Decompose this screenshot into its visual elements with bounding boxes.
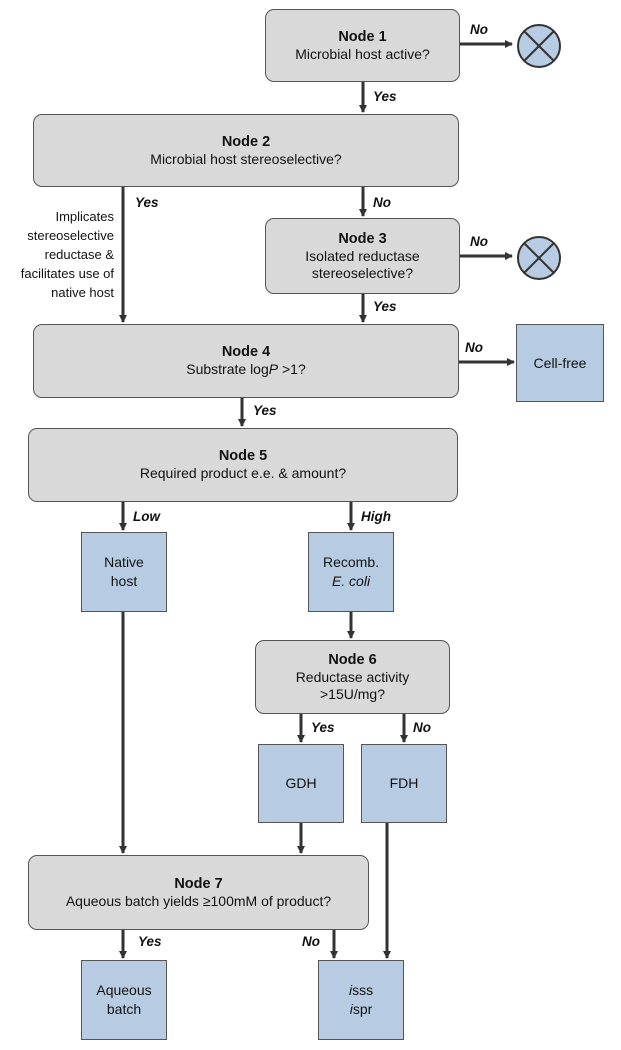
node-1-text: Microbial host active?	[295, 45, 430, 62]
node-4-text: Substrate logP >1?	[186, 361, 306, 377]
outcome-aqueous-batch: Aqueous batch	[81, 960, 167, 1040]
label-n4-yes: Yes	[253, 403, 277, 418]
node-5-title: Node 5	[218, 448, 268, 464]
outcome-isss-ispr: isss ispr	[318, 960, 404, 1040]
node-4: Node 4 Substrate logP >1?	[33, 324, 459, 398]
node-7-text: Aqueous batch yields ≥100mM of product?	[65, 892, 332, 909]
node-3-title: Node 3	[338, 230, 387, 247]
node-5: Node 5 Required product e.e. & amount?	[28, 428, 458, 502]
label-n3-no: No	[470, 234, 488, 249]
outcome-gdh: GDH	[258, 744, 344, 823]
node-2: Node 2 Microbial host stereoselective?	[33, 114, 459, 187]
label-n7-no: No	[302, 934, 320, 949]
node-2-text: Microbial host stereoselective?	[150, 150, 342, 167]
label-n7-yes: Yes	[138, 934, 162, 949]
node-3-text2: stereoselective?	[311, 264, 414, 281]
label-n1-no: No	[470, 22, 488, 37]
label-n5-low: Low	[133, 509, 160, 524]
node-7-title: Node 7	[174, 875, 223, 892]
node-3-text1: Isolated reductase	[305, 247, 420, 264]
outcome-recomb-e-coli: Recomb. E. coli	[308, 532, 394, 612]
label-n1-yes: Yes	[373, 89, 397, 104]
node-5-text: Required product e.e. & amount?	[139, 465, 347, 481]
node-6-text2: >15U/mg?	[320, 685, 385, 702]
label-n3-yes: Yes	[373, 299, 397, 314]
node-7: Node 7 Aqueous batch yields ≥100mM of pr…	[28, 855, 369, 930]
label-n6-yes: Yes	[311, 720, 335, 735]
terminate-icon	[517, 24, 561, 68]
node-2-title: Node 2	[221, 133, 271, 150]
outcome-native-host: Native host	[81, 532, 167, 612]
label-n5-high: High	[361, 509, 391, 524]
outcome-cell-free: Cell-free	[516, 324, 604, 402]
node-6: Node 6 Reductase activity >15U/mg?	[255, 640, 450, 714]
implication-note: Implicates stereoselective reductase & f…	[20, 209, 114, 300]
label-n6-no: No	[413, 720, 431, 735]
label-n2-no: No	[373, 195, 391, 210]
node-1: Node 1 Microbial host active?	[265, 9, 460, 82]
node-6-title: Node 6	[328, 651, 377, 668]
terminate-icon	[517, 236, 561, 280]
node-4-title: Node 4	[221, 344, 271, 360]
node-3: Node 3 Isolated reductase stereoselectiv…	[265, 218, 460, 294]
outcome-fdh: FDH	[361, 744, 447, 823]
node-6-text1: Reductase activity	[295, 668, 410, 685]
label-n2-yes: Yes	[135, 195, 159, 210]
node-1-title: Node 1	[338, 28, 387, 45]
label-n4-no: No	[465, 340, 483, 355]
